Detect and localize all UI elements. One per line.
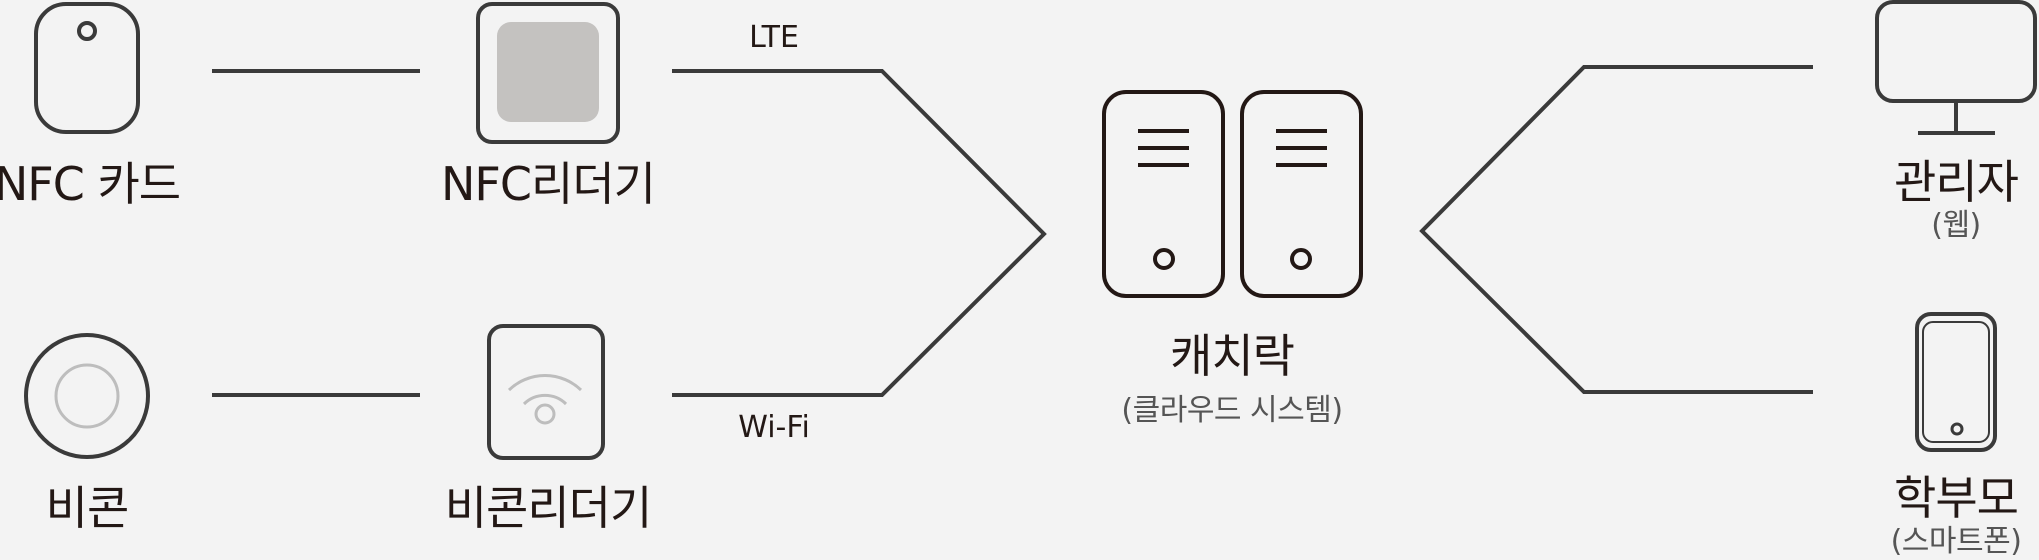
nfc-card-label: NFC 카드 [0, 157, 181, 211]
admin-sublabel: (웹) [1931, 208, 1981, 243]
nfc-reader-label: NFC리더기 [441, 157, 656, 211]
cloud-sublabel: (클라우드 시스템) [1121, 393, 1343, 428]
wifi-label: Wi-Fi [738, 410, 810, 445]
server-icon [1102, 90, 1225, 298]
beacon-reader-label: 비콘리더기 [444, 481, 653, 535]
server-icon [1240, 90, 1363, 298]
admin-label: 관리자 [1894, 155, 2019, 209]
nfc-card-icon [34, 2, 140, 134]
beacon-reader-icon [487, 324, 605, 460]
smartphone-icon [1915, 312, 1997, 452]
lte-label: LTE [749, 20, 799, 55]
connector-lines [212, 65, 1813, 397]
parent-sublabel: (스마트폰) [1890, 524, 2022, 559]
beacon-label: 비콘 [45, 481, 130, 535]
beacon-icon [24, 333, 150, 459]
nfc-reader-icon [476, 2, 620, 144]
monitor-icon [1875, 0, 2037, 135]
parent-label: 학부모 [1894, 471, 2019, 525]
cloud-label: 캐치락 [1170, 329, 1295, 383]
